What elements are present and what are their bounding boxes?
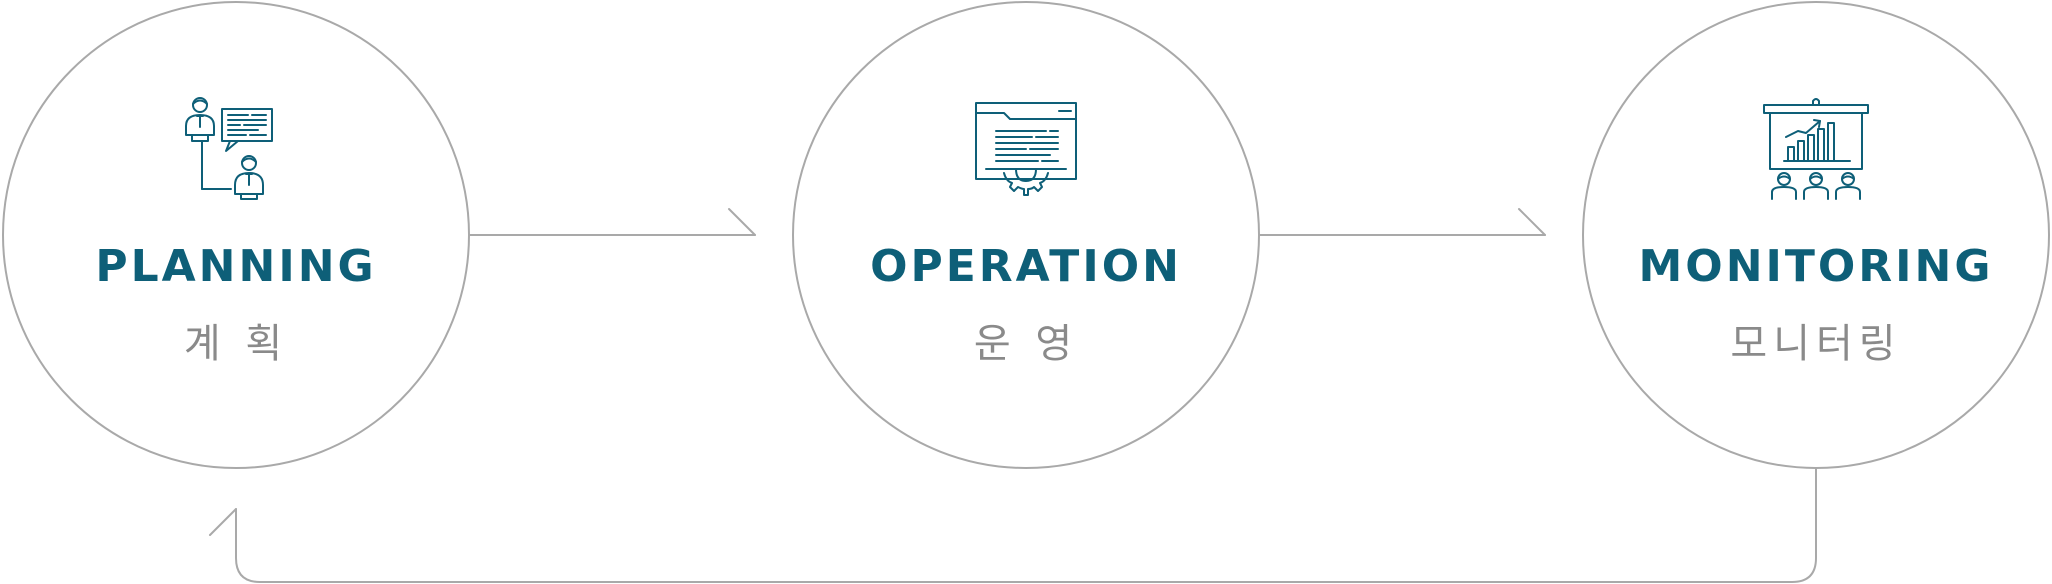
operation-stage-circle: OPERATION 운 영: [792, 1, 1260, 469]
stage-subtitle: 계 획: [183, 321, 289, 367]
stage-title: OPERATION: [870, 241, 1182, 292]
planning-stage-circle: PLANNING 계 획: [2, 1, 470, 469]
stage-subtitle: 운 영: [973, 321, 1079, 367]
arrow-operation-to-monitoring: [1259, 208, 1546, 236]
stage-subtitle: 모니터링: [1730, 321, 1902, 367]
monitoring-stage-circle: MONITORING 모니터링: [1582, 1, 2050, 469]
meeting-presentation-icon: [176, 95, 296, 205]
stage-title: MONITORING: [1638, 241, 1994, 292]
arrow-monitoring-to-planning: [209, 468, 1817, 583]
gear-document-icon: [966, 95, 1086, 205]
stage-title: PLANNING: [95, 241, 377, 292]
arrow-planning-to-operation: [469, 208, 756, 236]
chart-audience-icon: [1756, 95, 1876, 205]
